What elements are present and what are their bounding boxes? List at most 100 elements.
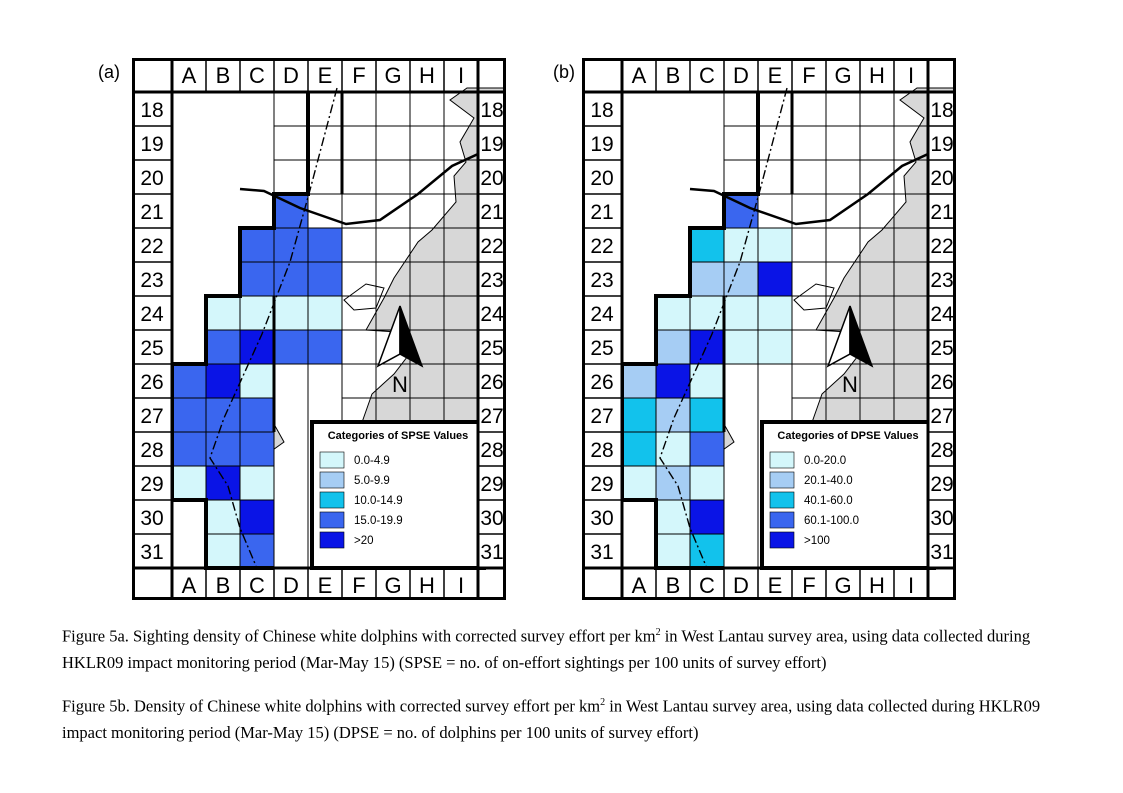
left-row-label: 30: [140, 507, 163, 530]
survey-area-boundary: [272, 92, 344, 432]
legend: Categories of DPSE Values0.0-20.020.1-40…: [760, 420, 936, 570]
grid-cell-C27: [689, 397, 725, 433]
top-column-label: D: [283, 63, 299, 88]
left-row-label: 23: [590, 269, 613, 292]
grid-cell-B31: [655, 533, 691, 569]
top-column-label: H: [419, 63, 435, 88]
legend-label: 0.0-4.9: [354, 455, 390, 467]
grid-cell-A29: [171, 465, 207, 501]
grid-cell-C28: [689, 431, 725, 467]
panel-a-label: (a): [98, 62, 120, 82]
north-arrow-icon: N: [376, 305, 424, 397]
boundary-line: [209, 87, 338, 567]
grid-cell-B29: [205, 465, 241, 501]
grid-cell-E24: [307, 295, 343, 331]
bridge-line: [689, 136, 953, 226]
left-row-label: 28: [590, 439, 613, 462]
grid-cell-B26: [655, 363, 691, 399]
left-row-label: 24: [140, 303, 164, 326]
right-row-label: 27: [480, 405, 503, 428]
right-row-label: 30: [480, 507, 503, 530]
top-column-label: D: [733, 63, 749, 88]
grid-cell-D25: [273, 329, 309, 365]
left-row-label: 31: [590, 541, 613, 564]
left-row-label: 21: [590, 201, 613, 224]
left-row-label: 24: [590, 303, 614, 326]
left-row-label: 25: [590, 337, 613, 360]
bottom-column-label: C: [699, 573, 715, 598]
figure-caption-b: Figure 5b. Density of Chinese white dolp…: [62, 696, 1041, 742]
legend: Categories of SPSE Values 0.0-4.9 5.0-9.9 1…: [310, 420, 486, 570]
grid-cell-C30: [239, 499, 275, 535]
top-column-label: A: [632, 63, 647, 88]
right-row-label: 21: [930, 201, 953, 224]
right-row-label: 27: [930, 405, 953, 428]
grid-cell-C26: [689, 363, 725, 399]
bottom-column-label: A: [632, 573, 647, 598]
top-column-label: H: [869, 63, 885, 88]
north-arrow-icon: N: [826, 305, 874, 397]
right-row-label: 23: [930, 269, 953, 292]
grid-cell-E25: [757, 329, 793, 365]
left-row-label: 20: [590, 167, 613, 190]
bottom-column-label: B: [216, 573, 231, 598]
right-row-label: 25: [480, 337, 503, 360]
grid-cell-A28: [621, 431, 657, 467]
legend-title: Categories of SPSE Values: [328, 430, 469, 442]
legend-swatch: [319, 471, 345, 489]
left-row-label: 20: [140, 167, 163, 190]
grid-cell-E25: [307, 329, 343, 365]
left-row-label: 31: [140, 541, 163, 564]
right-row-label: 26: [480, 371, 503, 394]
top-column-label: F: [802, 63, 815, 88]
right-row-label: 29: [480, 473, 503, 496]
legend-label: 5.0-9.9: [354, 475, 390, 487]
grid-cell-B25: [205, 329, 241, 365]
grid-cell-C26: [239, 363, 275, 399]
right-row-label: 30: [930, 507, 953, 530]
bottom-column-label: E: [318, 573, 333, 598]
right-row-label: 22: [480, 235, 503, 258]
legend-label: 15.0-19.9: [354, 515, 403, 527]
legend-swatch: [319, 511, 345, 529]
legend-label: >20: [354, 535, 374, 547]
grid-cell-B30: [205, 499, 241, 535]
right-row-label: 18: [480, 99, 503, 122]
legend-label: 0.0-20.0: [804, 455, 846, 467]
legend-label: 20.1-40.0: [804, 475, 853, 487]
bottom-column-label: F: [802, 573, 815, 598]
grid-cell-E24: [757, 295, 793, 331]
legend-swatch: [319, 491, 345, 509]
bottom-column-label: B: [666, 573, 681, 598]
grid-cell-D24: [273, 295, 309, 331]
map-panel-b: Categories of DPSE Values0.0-20.020.1-40…: [582, 58, 956, 600]
top-column-label: C: [249, 63, 265, 88]
top-column-label: G: [834, 63, 851, 88]
left-row-label: 25: [140, 337, 163, 360]
legend-label: 60.1-100.0: [804, 515, 859, 527]
bottom-column-label: D: [283, 573, 299, 598]
survey-area-boundary: [722, 92, 794, 432]
legend-label: 10.0-14.9: [354, 495, 403, 507]
grid-cell-D25: [723, 329, 759, 365]
bottom-column-label: C: [249, 573, 265, 598]
survey-area-boundary: [620, 92, 760, 570]
right-row-label: 21: [480, 201, 503, 224]
left-row-label: 26: [140, 371, 163, 394]
north-label: N: [392, 372, 408, 397]
grid-cell-A27: [621, 397, 657, 433]
grid-cell-A26: [171, 363, 207, 399]
grid-cell-C23: [689, 261, 725, 297]
right-row-label: 31: [930, 541, 953, 564]
grid-cell-C25: [239, 329, 275, 365]
left-row-label: 28: [140, 439, 163, 462]
top-column-label: B: [216, 63, 231, 88]
right-row-label: 24: [930, 303, 954, 326]
right-row-label: 20: [480, 167, 503, 190]
right-row-label: 28: [930, 439, 953, 462]
grid-cell-E23: [757, 261, 793, 297]
right-row-label: 24: [480, 303, 504, 326]
top-column-label: G: [384, 63, 401, 88]
left-row-label: 19: [590, 133, 613, 156]
left-row-label: 19: [140, 133, 163, 156]
